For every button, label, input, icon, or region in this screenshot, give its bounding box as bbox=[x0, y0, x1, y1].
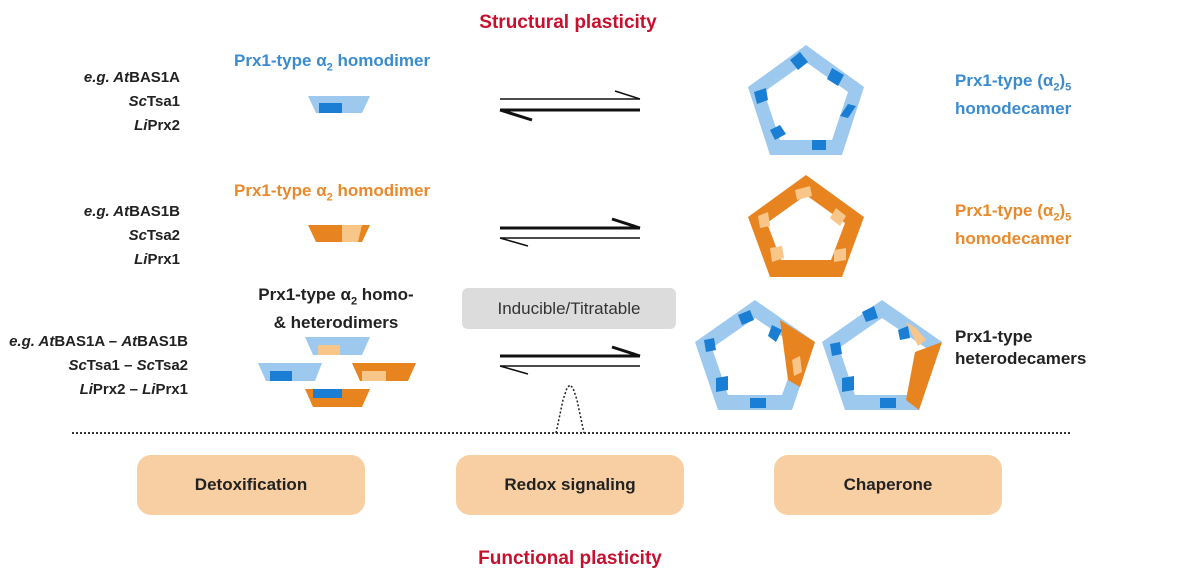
decamer-blue bbox=[748, 45, 864, 155]
signal-peak bbox=[555, 383, 585, 434]
dimer-label-hetero: Prx1-type α2 homo- & heterodimers bbox=[258, 285, 414, 333]
species-atbas1b: e.g. AtBAS1B bbox=[83, 203, 180, 220]
species-sctsa1-sctsa2: ScTsa1 – ScTsa2 bbox=[68, 357, 188, 374]
decamer-label-orange: Prx1-type (α2)5 homodecamer bbox=[955, 201, 1072, 249]
decamer-label-hetero: Prx1-type heterodecamers bbox=[955, 327, 1087, 368]
dimer-label-blue: Prx1-type α2 homodimer bbox=[234, 51, 431, 74]
species-liprx2-liprx1: LiPrx2 – LiPrx1 bbox=[79, 381, 188, 398]
species-list-row1: e.g. AtBAS1A ScTsa1 LiPrx2 bbox=[0, 66, 180, 138]
species-sctsa2: ScTsa2 bbox=[128, 227, 180, 244]
dimer-orange bbox=[308, 225, 370, 242]
function-box-detoxification: Detoxification bbox=[137, 455, 365, 515]
dimer-hetero-1 bbox=[305, 337, 370, 355]
decamer-orange bbox=[748, 175, 864, 277]
dimer-label-orange: Prx1-type α2 homodimer bbox=[234, 181, 431, 204]
dimer-hetero-4 bbox=[305, 389, 370, 407]
function-box-redox-signaling: Redox signaling bbox=[456, 455, 684, 515]
equilibrium-arrows-row1 bbox=[499, 90, 641, 122]
species-list-row3: e.g. AtBAS1A – AtBAS1B ScTsa1 – ScTsa2 L… bbox=[0, 330, 188, 402]
species-liprx2: LiPrx2 bbox=[134, 117, 180, 134]
species-atbas1a: e.g. AtBAS1A bbox=[83, 69, 180, 86]
inducible-titratable-badge: Inducible/Titratable bbox=[462, 288, 676, 329]
decamer-label-blue: Prx1-type (α2)5 homodecamer bbox=[955, 71, 1072, 119]
dimer-hetero-2 bbox=[258, 363, 322, 381]
equilibrium-arrows-row2 bbox=[499, 217, 641, 247]
function-box-chaperone: Chaperone bbox=[774, 455, 1002, 515]
structural-plasticity-title: Structural plasticity bbox=[479, 12, 657, 33]
equilibrium-arrows-row3 bbox=[499, 345, 641, 375]
heterodecamer-1 bbox=[695, 300, 815, 410]
species-atbas1a-atbas1b: e.g. AtBAS1A – AtBAS1B bbox=[9, 333, 188, 350]
species-liprx1: LiPrx1 bbox=[134, 251, 180, 268]
species-sctsa1: ScTsa1 bbox=[128, 93, 180, 110]
heterodecamer-2 bbox=[822, 300, 942, 410]
dimer-blue bbox=[308, 96, 370, 113]
species-list-row2: e.g. AtBAS1B ScTsa2 LiPrx1 bbox=[0, 200, 180, 272]
dimer-hetero-3 bbox=[352, 363, 416, 381]
functional-plasticity-title: Functional plasticity bbox=[478, 548, 662, 569]
